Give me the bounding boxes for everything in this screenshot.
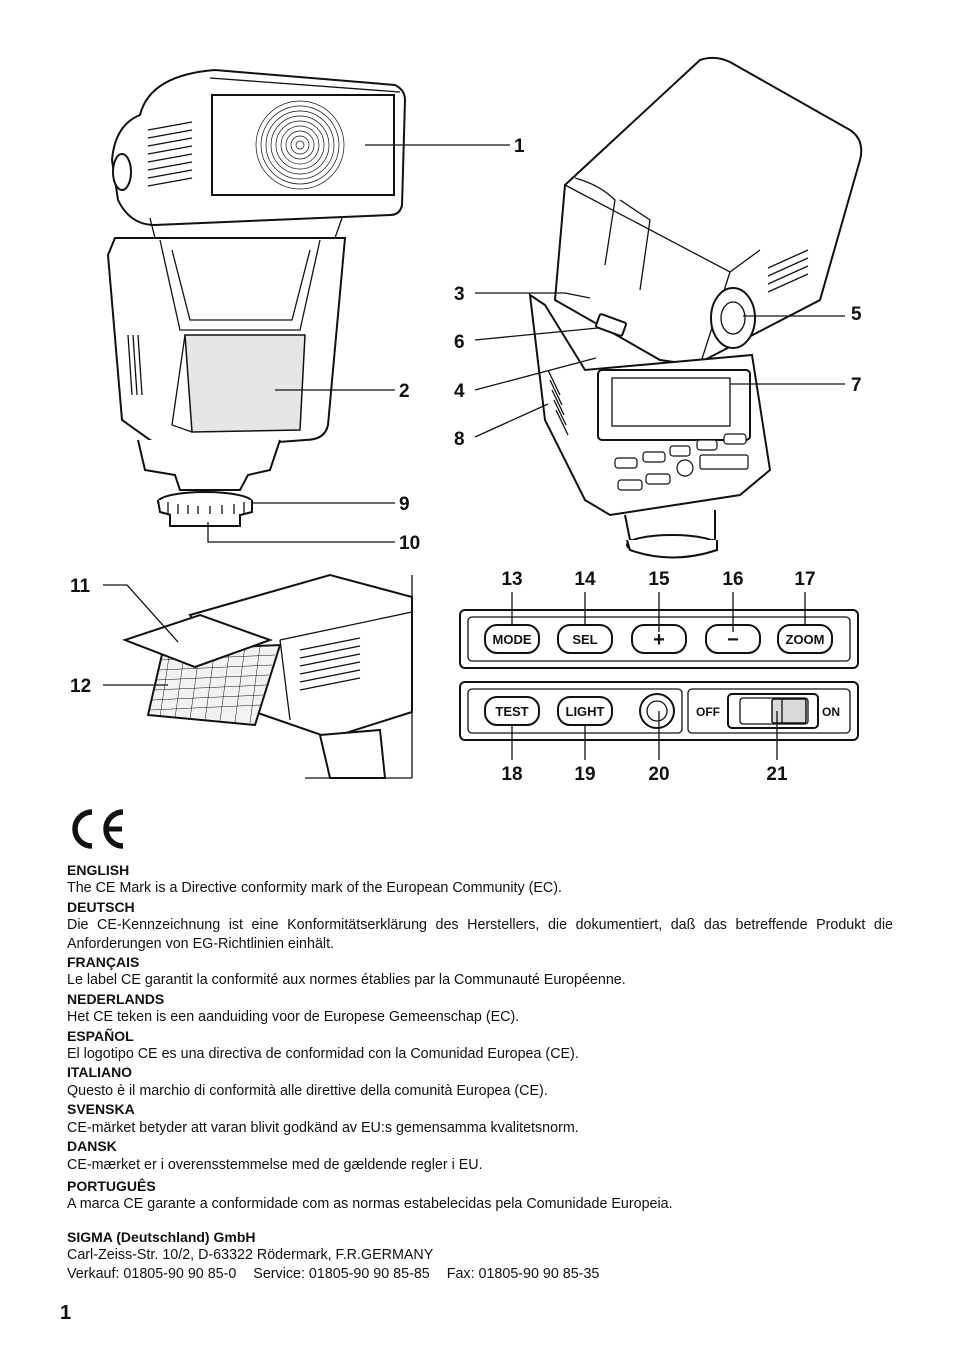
callout-15: 15 — [648, 569, 670, 590]
language-heading: ENGLISH — [67, 862, 130, 878]
language-text: Questo è il marchio di conformità alle d… — [67, 1082, 548, 1099]
callout-13: 13 — [501, 569, 522, 590]
power-switch[interactable]: OFF ON — [696, 693, 840, 729]
language-heading: ITALIANO — [67, 1064, 133, 1081]
callout-9: 9 — [399, 494, 410, 515]
svg-text:OFF: OFF — [696, 705, 720, 719]
language-text: Le label CE garantit la conformité aux n… — [67, 972, 626, 989]
callout-10: 10 — [399, 533, 420, 554]
language-text: El logotipo CE es una directiva de confo… — [67, 1046, 579, 1063]
zoom-button[interactable]: ZOOM — [777, 624, 833, 654]
sales-phone: Verkauf: 01805-90 90 85-0 — [67, 1265, 237, 1282]
fax-number: Fax: 01805-90 90 85-35 — [446, 1265, 600, 1282]
callout-1: 1 — [514, 136, 525, 157]
callout-17: 17 — [794, 569, 815, 590]
language-text: The CE Mark is a Directive conformity ma… — [67, 880, 562, 897]
svg-text:−: − — [727, 629, 739, 651]
callout-4: 4 — [454, 381, 465, 402]
svg-text:ZOOM: ZOOM — [786, 632, 825, 647]
language-text: CE-mærket er i overensstemmelse med de g… — [67, 1156, 483, 1173]
language-heading: ESPAÑOL — [67, 1027, 134, 1044]
language-heading: PORTUGUÊS — [67, 1177, 156, 1194]
mode-button[interactable]: MODE — [484, 624, 540, 654]
svg-text:MODE: MODE — [493, 632, 532, 647]
language-heading: SVENSKA — [67, 1101, 135, 1118]
language-text: Die CE-Kennzeichnung ist eine Konformitä… — [67, 917, 893, 952]
callout-6: 6 — [454, 332, 465, 353]
service-phone: Service: 01805-90 90 85-85 — [253, 1265, 430, 1282]
callout-8: 8 — [454, 429, 465, 450]
callout-20: 20 — [648, 764, 669, 785]
callout-21: 21 — [766, 764, 788, 785]
callout-5: 5 — [851, 304, 862, 325]
callout-numbers: 1 2 3 4 5 6 7 8 9 10 11 12 13 14 15 16 1… — [70, 136, 862, 785]
company-contacts: Verkauf: 01805-90 90 85-0 Service: 01805… — [67, 1265, 893, 1283]
company-name: SIGMA (Deutschland) GmbH — [67, 1228, 256, 1245]
callout-18: 18 — [501, 764, 522, 785]
company-address: Carl-Zeiss-Str. 10/2, D-63322 Rödermark,… — [67, 1247, 434, 1264]
language-heading: DANSK — [67, 1138, 117, 1155]
language-heading: DEUTSCH — [67, 898, 135, 915]
callout-16: 16 — [722, 569, 743, 590]
callout-19: 19 — [574, 764, 595, 785]
flash-front-view — [106, 68, 407, 527]
language-text: A marca CE garante a conformidade com as… — [67, 1196, 673, 1213]
svg-text:+: + — [653, 629, 665, 651]
callout-3: 3 — [454, 284, 465, 305]
flash-rear-view — [528, 56, 863, 559]
callout-11: 11 — [70, 576, 91, 597]
flash-unit-diagram: MODE SEL + − ZOOM TEST LIGHT OFF ON — [70, 56, 863, 785]
ce-logo — [72, 809, 124, 849]
svg-text:SEL: SEL — [572, 632, 597, 647]
ready-lamp[interactable] — [639, 693, 675, 729]
callout-14: 14 — [574, 569, 596, 590]
callout-2: 2 — [399, 381, 410, 402]
leader-lines — [103, 144, 845, 760]
language-heading: FRANÇAIS — [67, 954, 140, 971]
test-button[interactable]: TEST — [484, 696, 540, 726]
language-text: CE-märket betyder att varan blivit godkä… — [67, 1119, 579, 1136]
fresnel-lens — [255, 100, 345, 190]
svg-text:LIGHT: LIGHT — [566, 704, 605, 719]
callout-7: 7 — [851, 375, 862, 396]
language-heading: NEDERLANDS — [67, 990, 165, 1007]
language-text: Het CE teken is een aanduiding voor de E… — [67, 1009, 520, 1026]
wide-panel-illustration — [122, 573, 413, 779]
svg-text:TEST: TEST — [495, 704, 528, 719]
light-button[interactable]: LIGHT — [557, 696, 613, 726]
callout-12: 12 — [70, 676, 91, 697]
page-number: 1 — [60, 1302, 72, 1324]
sel-button[interactable]: SEL — [557, 624, 613, 654]
ce-declaration-text: ENGLISH The CE Mark is a Directive confo… — [67, 861, 893, 1283]
svg-text:ON: ON — [822, 705, 840, 719]
